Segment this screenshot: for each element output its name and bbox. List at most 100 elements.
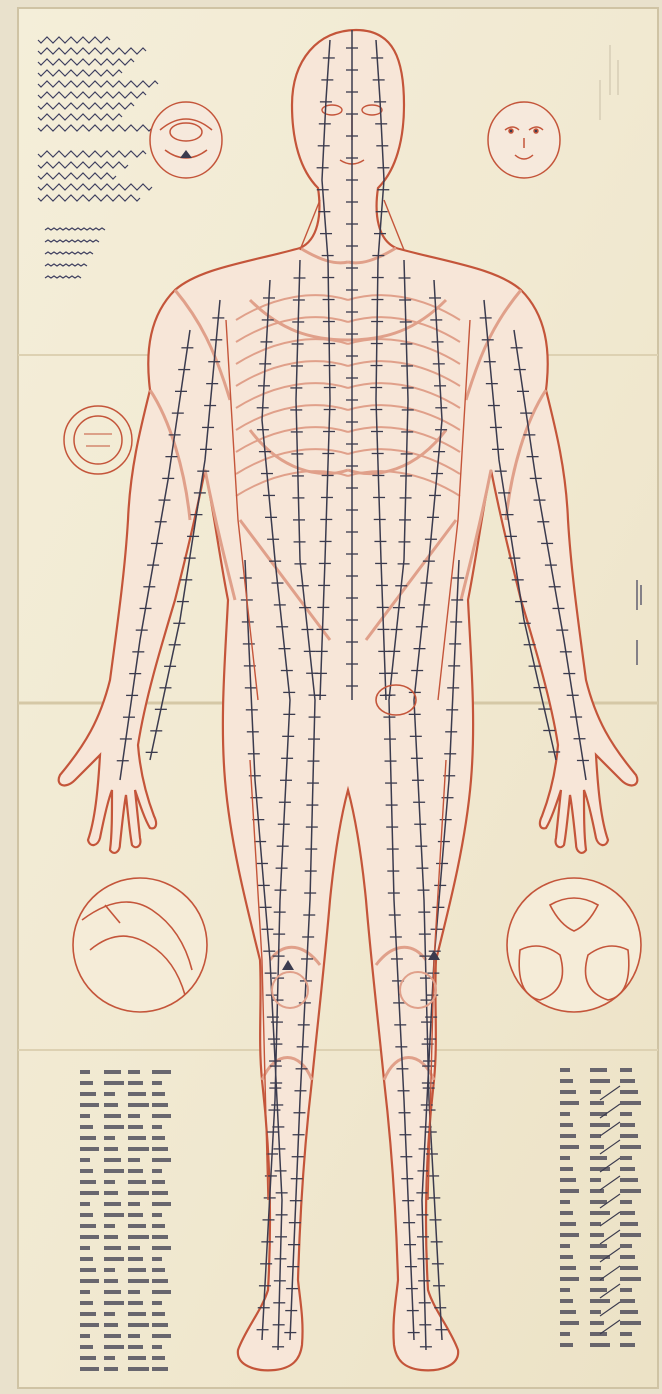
legend-glyph bbox=[128, 1191, 149, 1195]
legend-glyph bbox=[620, 1123, 635, 1127]
legend-glyph bbox=[80, 1345, 93, 1349]
legend-glyph bbox=[560, 1222, 576, 1226]
legend-glyph bbox=[80, 1334, 90, 1338]
legend-glyph bbox=[104, 1334, 121, 1338]
legend-glyph bbox=[590, 1178, 601, 1182]
legend-glyph bbox=[128, 1290, 140, 1294]
legend-glyph bbox=[152, 1257, 162, 1261]
legend-glyph bbox=[128, 1235, 149, 1239]
legend-glyph bbox=[590, 1211, 610, 1215]
legend-glyph bbox=[128, 1147, 149, 1151]
legend-glyph bbox=[620, 1299, 635, 1303]
legend-glyph bbox=[152, 1169, 162, 1173]
legend-glyph bbox=[560, 1123, 573, 1127]
legend-glyph bbox=[104, 1367, 118, 1371]
legend-glyph bbox=[128, 1081, 143, 1085]
legend-glyph bbox=[80, 1246, 90, 1250]
legend-glyph bbox=[80, 1070, 90, 1074]
legend-glyph bbox=[104, 1180, 115, 1184]
legend-glyph bbox=[152, 1202, 171, 1206]
legend-glyph bbox=[152, 1125, 162, 1129]
legend-glyph bbox=[620, 1079, 635, 1083]
legend-glyph bbox=[128, 1224, 146, 1228]
legend-glyph bbox=[590, 1222, 601, 1226]
legend-glyph bbox=[560, 1299, 573, 1303]
legend-glyph bbox=[104, 1125, 124, 1129]
legend-glyph bbox=[104, 1092, 115, 1096]
legend-glyph bbox=[152, 1103, 168, 1107]
legend-glyph bbox=[80, 1213, 93, 1217]
legend-glyph bbox=[80, 1081, 93, 1085]
legend-glyph bbox=[620, 1332, 632, 1336]
legend-glyph bbox=[152, 1301, 162, 1305]
legend-glyph bbox=[128, 1356, 146, 1360]
legend-glyph bbox=[80, 1125, 93, 1129]
legend-glyph bbox=[620, 1134, 638, 1138]
legend-glyph bbox=[590, 1123, 610, 1127]
legend-glyph bbox=[560, 1189, 579, 1193]
legend-glyph bbox=[152, 1081, 162, 1085]
legend-glyph bbox=[80, 1301, 93, 1305]
legend-glyph bbox=[560, 1244, 570, 1248]
legend-glyph bbox=[104, 1202, 121, 1206]
legend-glyph bbox=[128, 1301, 143, 1305]
legend-glyph bbox=[104, 1312, 115, 1316]
legend-glyph bbox=[590, 1233, 604, 1237]
legend-glyph bbox=[590, 1145, 604, 1149]
legend-glyph bbox=[560, 1156, 570, 1160]
legend-glyph bbox=[152, 1158, 171, 1162]
legend-glyph bbox=[104, 1147, 118, 1151]
legend-glyph bbox=[128, 1070, 140, 1074]
legend-glyph bbox=[560, 1343, 573, 1347]
legend-glyph bbox=[590, 1244, 607, 1248]
legend-glyph bbox=[80, 1356, 96, 1360]
legend-glyph bbox=[152, 1180, 165, 1184]
legend-glyph bbox=[590, 1156, 607, 1160]
detail-circle-left bbox=[73, 878, 207, 1012]
legend-glyph bbox=[80, 1103, 99, 1107]
legend-glyph bbox=[104, 1191, 118, 1195]
legend-glyph bbox=[152, 1191, 168, 1195]
legend-glyph bbox=[104, 1356, 115, 1360]
legend-glyph bbox=[560, 1178, 576, 1182]
legend-glyph bbox=[590, 1090, 601, 1094]
legend-glyph bbox=[590, 1343, 610, 1347]
legend-glyph bbox=[620, 1200, 632, 1204]
legend-glyph bbox=[620, 1156, 632, 1160]
legend-glyph bbox=[128, 1202, 140, 1206]
legend-glyph bbox=[560, 1310, 576, 1314]
legend-glyph bbox=[590, 1321, 604, 1325]
legend-glyph bbox=[620, 1244, 632, 1248]
legend-glyph bbox=[560, 1167, 573, 1171]
legend-glyph bbox=[620, 1101, 641, 1105]
legend-glyph bbox=[104, 1158, 121, 1162]
legend-glyph bbox=[128, 1367, 149, 1371]
legend-glyph bbox=[560, 1211, 573, 1215]
legend-glyph bbox=[560, 1101, 579, 1105]
legend-glyph bbox=[152, 1312, 165, 1316]
legend-glyph bbox=[80, 1114, 90, 1118]
legend-glyph bbox=[620, 1189, 641, 1193]
legend-glyph bbox=[80, 1257, 93, 1261]
legend-glyph bbox=[80, 1268, 96, 1272]
legend-glyph bbox=[590, 1299, 610, 1303]
legend-glyph bbox=[152, 1224, 165, 1228]
legend-glyph bbox=[104, 1213, 124, 1217]
detail-circle-right bbox=[507, 878, 641, 1012]
legend-glyph bbox=[620, 1310, 638, 1314]
legend-glyph bbox=[560, 1332, 570, 1336]
legend-glyph bbox=[128, 1158, 140, 1162]
legend-glyph bbox=[560, 1200, 570, 1204]
legend-glyph bbox=[104, 1103, 118, 1107]
legend-glyph bbox=[590, 1189, 604, 1193]
legend-glyph bbox=[590, 1101, 604, 1105]
legend-glyph bbox=[128, 1114, 140, 1118]
legend-glyph bbox=[80, 1147, 99, 1151]
legend-glyph bbox=[152, 1070, 171, 1074]
legend-glyph bbox=[128, 1169, 143, 1173]
legend-glyph bbox=[560, 1079, 573, 1083]
legend-glyph bbox=[152, 1367, 168, 1371]
legend-glyph bbox=[152, 1136, 165, 1140]
legend-glyph bbox=[152, 1213, 162, 1217]
legend-glyph bbox=[80, 1169, 93, 1173]
